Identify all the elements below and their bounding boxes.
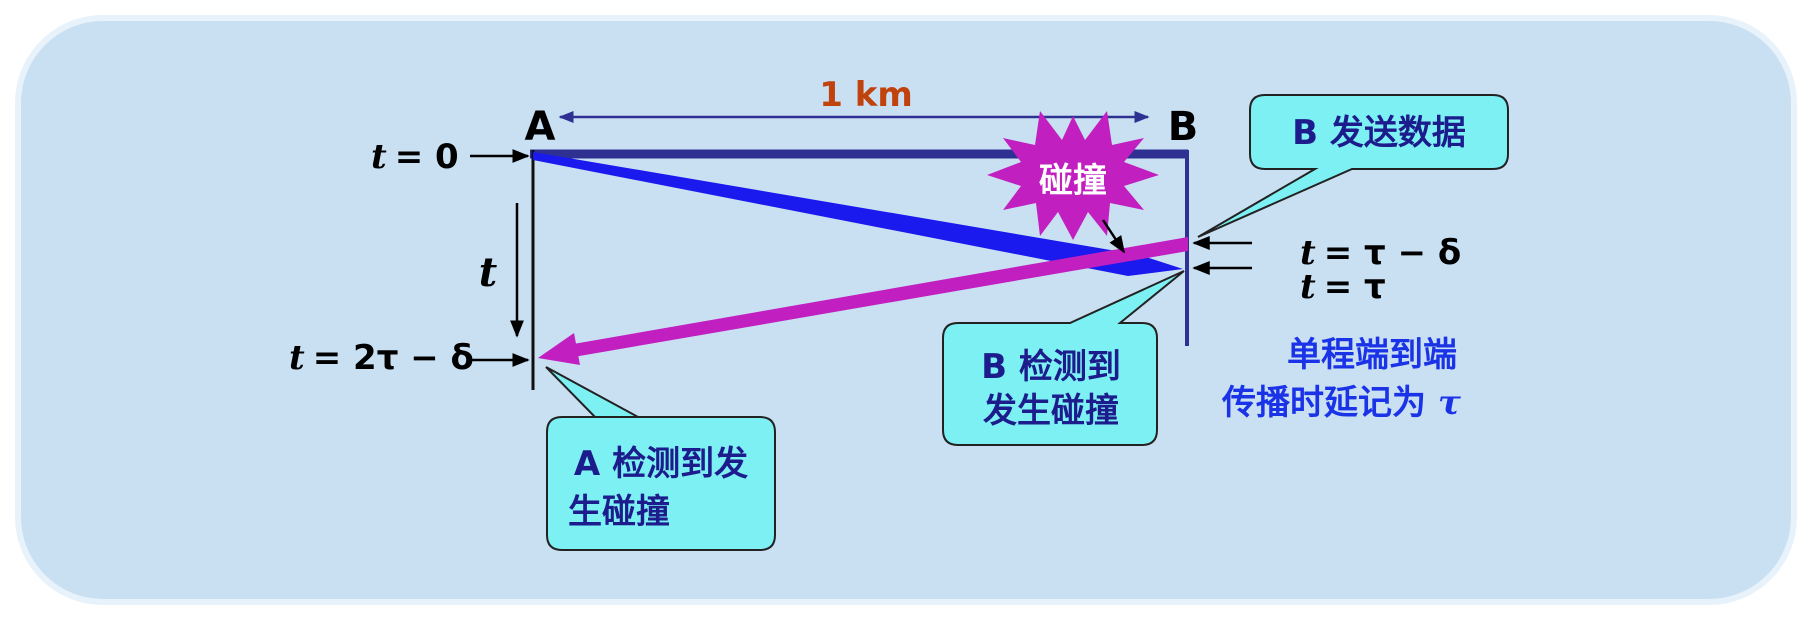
note-line1: 单程端到端 — [1287, 335, 1457, 375]
node-a-label: A — [525, 104, 556, 150]
frame-a-signal — [533, 152, 1183, 276]
callout-b-detects-line2: 发生碰撞 — [983, 391, 1119, 431]
callout-b-detects-line1: B 检测到 — [981, 347, 1121, 387]
distance-label: 1 km — [819, 75, 913, 115]
callout-a-detects — [545, 366, 776, 551]
callout-b-sends — [1197, 94, 1509, 238]
time-mark-t0: t= 0 — [371, 137, 459, 177]
node-b-label: B — [1168, 104, 1199, 150]
callout-a-detects-line1: A 检测到发 — [574, 444, 748, 484]
time-mark-tau-delta: t= τ − δ — [1300, 233, 1461, 273]
collision-pointer-arrow — [1101, 219, 1126, 254]
time-mark-tau: t= τ — [1300, 267, 1386, 307]
frame-b-signal — [556, 237, 1188, 359]
callout-b-detects — [942, 270, 1185, 446]
time-axis-label: t — [479, 249, 498, 296]
collision-label: 碰撞 — [1039, 161, 1107, 201]
callout-b-sends-text: B 发送数据 — [1292, 113, 1466, 153]
frame-b-arrowhead — [538, 333, 580, 365]
callout-a-detects-line2: 生碰撞 — [568, 492, 670, 532]
time-mark-t2tau-delta: t= 2τ − δ — [289, 338, 474, 378]
collision-star-icon — [987, 111, 1159, 240]
